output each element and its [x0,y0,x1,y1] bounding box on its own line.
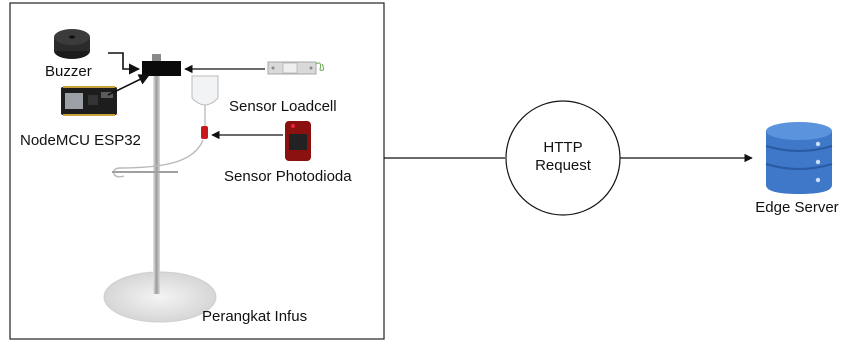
photodioda-module-icon [285,121,311,161]
stand-pole [153,58,160,294]
iv-bag [191,75,219,106]
http-label-line2: Request [535,157,592,174]
buzzer-icon [54,29,90,59]
loadcell-label: Sensor Loadcell [229,98,337,115]
loadcell-icon [267,61,325,75]
stand-cap [152,54,161,62]
infusion-stand [103,54,219,323]
device-boundary-box [9,2,385,340]
nodemcu-board-icon [61,86,117,116]
buzzer-to-nodemcu-arrow [108,52,141,75]
perangkat-infus-label: Perangkat Infus [202,308,307,325]
nodemcu-label: NodeMCU ESP32 [20,132,141,149]
http-label-line1: HTTP [543,139,582,156]
nodemcu-mount [142,61,181,76]
photodioda-label: Sensor Photodioda [224,168,352,185]
http-request-node: HTTP Request [505,100,621,216]
buzzer-label: Buzzer [45,63,92,80]
board-to-nodemcu-arrow [107,74,151,96]
iv-tubing [113,139,204,178]
database-icon [765,122,833,194]
photodioda-sensor-red [201,126,208,139]
edge-server-label: Edge Server [755,199,838,216]
